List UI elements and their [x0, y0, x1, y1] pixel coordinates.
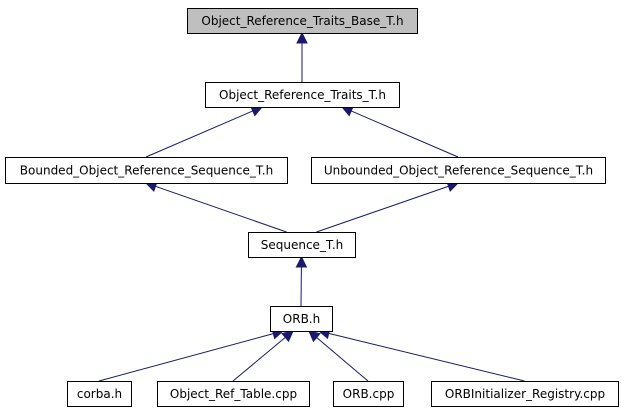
node-label: Bounded_Object_Reference_Sequence_T.h	[20, 164, 273, 178]
arrowhead-orb-to-seq	[295, 255, 308, 268]
node-label: ORB.h	[283, 312, 320, 326]
node-otb: Object_Reference_Traits_Base_T.h	[187, 8, 418, 34]
node-orbreg[interactable]: ORBInitializer_Registry.cpp	[431, 381, 619, 407]
node-box	[187, 8, 418, 34]
node-uors[interactable]: Unbounded_Object_Reference_Sequence_T.h	[311, 157, 606, 184]
node-box	[431, 381, 619, 407]
node-box	[311, 157, 606, 184]
node-label: ORBInitializer_Registry.cpp	[445, 387, 605, 401]
node-ortable[interactable]: Object_Ref_Table.cpp	[157, 381, 310, 407]
node-box	[248, 232, 356, 258]
arrowhead-ortable-to-orb	[281, 330, 294, 343]
node-orbcpp[interactable]: ORB.cpp	[333, 381, 404, 407]
node-box	[333, 381, 404, 407]
node-seq[interactable]: Sequence_T.h	[248, 232, 356, 258]
edge-orbreg-to-orb	[328, 332, 525, 382]
node-box	[67, 381, 132, 407]
node-box	[270, 306, 333, 332]
node-label: Object_Reference_Traits_T.h	[219, 88, 386, 102]
node-label: Object_Reference_Traits_Base_T.h	[201, 14, 403, 28]
node-bors[interactable]: Bounded_Object_Reference_Sequence_T.h	[5, 157, 288, 184]
arrowhead-ort-to-otb	[296, 31, 308, 44]
edge-corba-to-orb	[98, 333, 274, 382]
edge-seq-to-bors	[155, 185, 287, 233]
node-ort[interactable]: Object_Reference_Traits_T.h	[205, 82, 400, 108]
edge-bors-to-ort	[145, 110, 254, 158]
nodes: Object_Reference_Traits_Base_T.hObject_R…	[5, 8, 619, 407]
node-label: Sequence_T.h	[261, 238, 344, 252]
node-orb[interactable]: ORB.h	[270, 306, 333, 332]
node-label: ORB.cpp	[343, 387, 395, 401]
node-box	[5, 157, 288, 184]
node-corba[interactable]: corba.h	[67, 381, 132, 407]
edge-seq-to-uors	[316, 185, 449, 233]
edge-uors-to-ort	[350, 110, 459, 158]
node-label: Unbounded_Object_Reference_Sequence_T.h	[324, 164, 593, 178]
node-label: corba.h	[77, 387, 122, 401]
node-box	[157, 381, 310, 407]
node-box	[205, 82, 400, 108]
edge-ortable-to-orb	[232, 337, 286, 382]
arrowhead-orbcpp-to-orb	[308, 330, 321, 343]
node-label: Object_Ref_Table.cpp	[170, 387, 297, 401]
edge-orbcpp-to-orb	[316, 337, 369, 382]
